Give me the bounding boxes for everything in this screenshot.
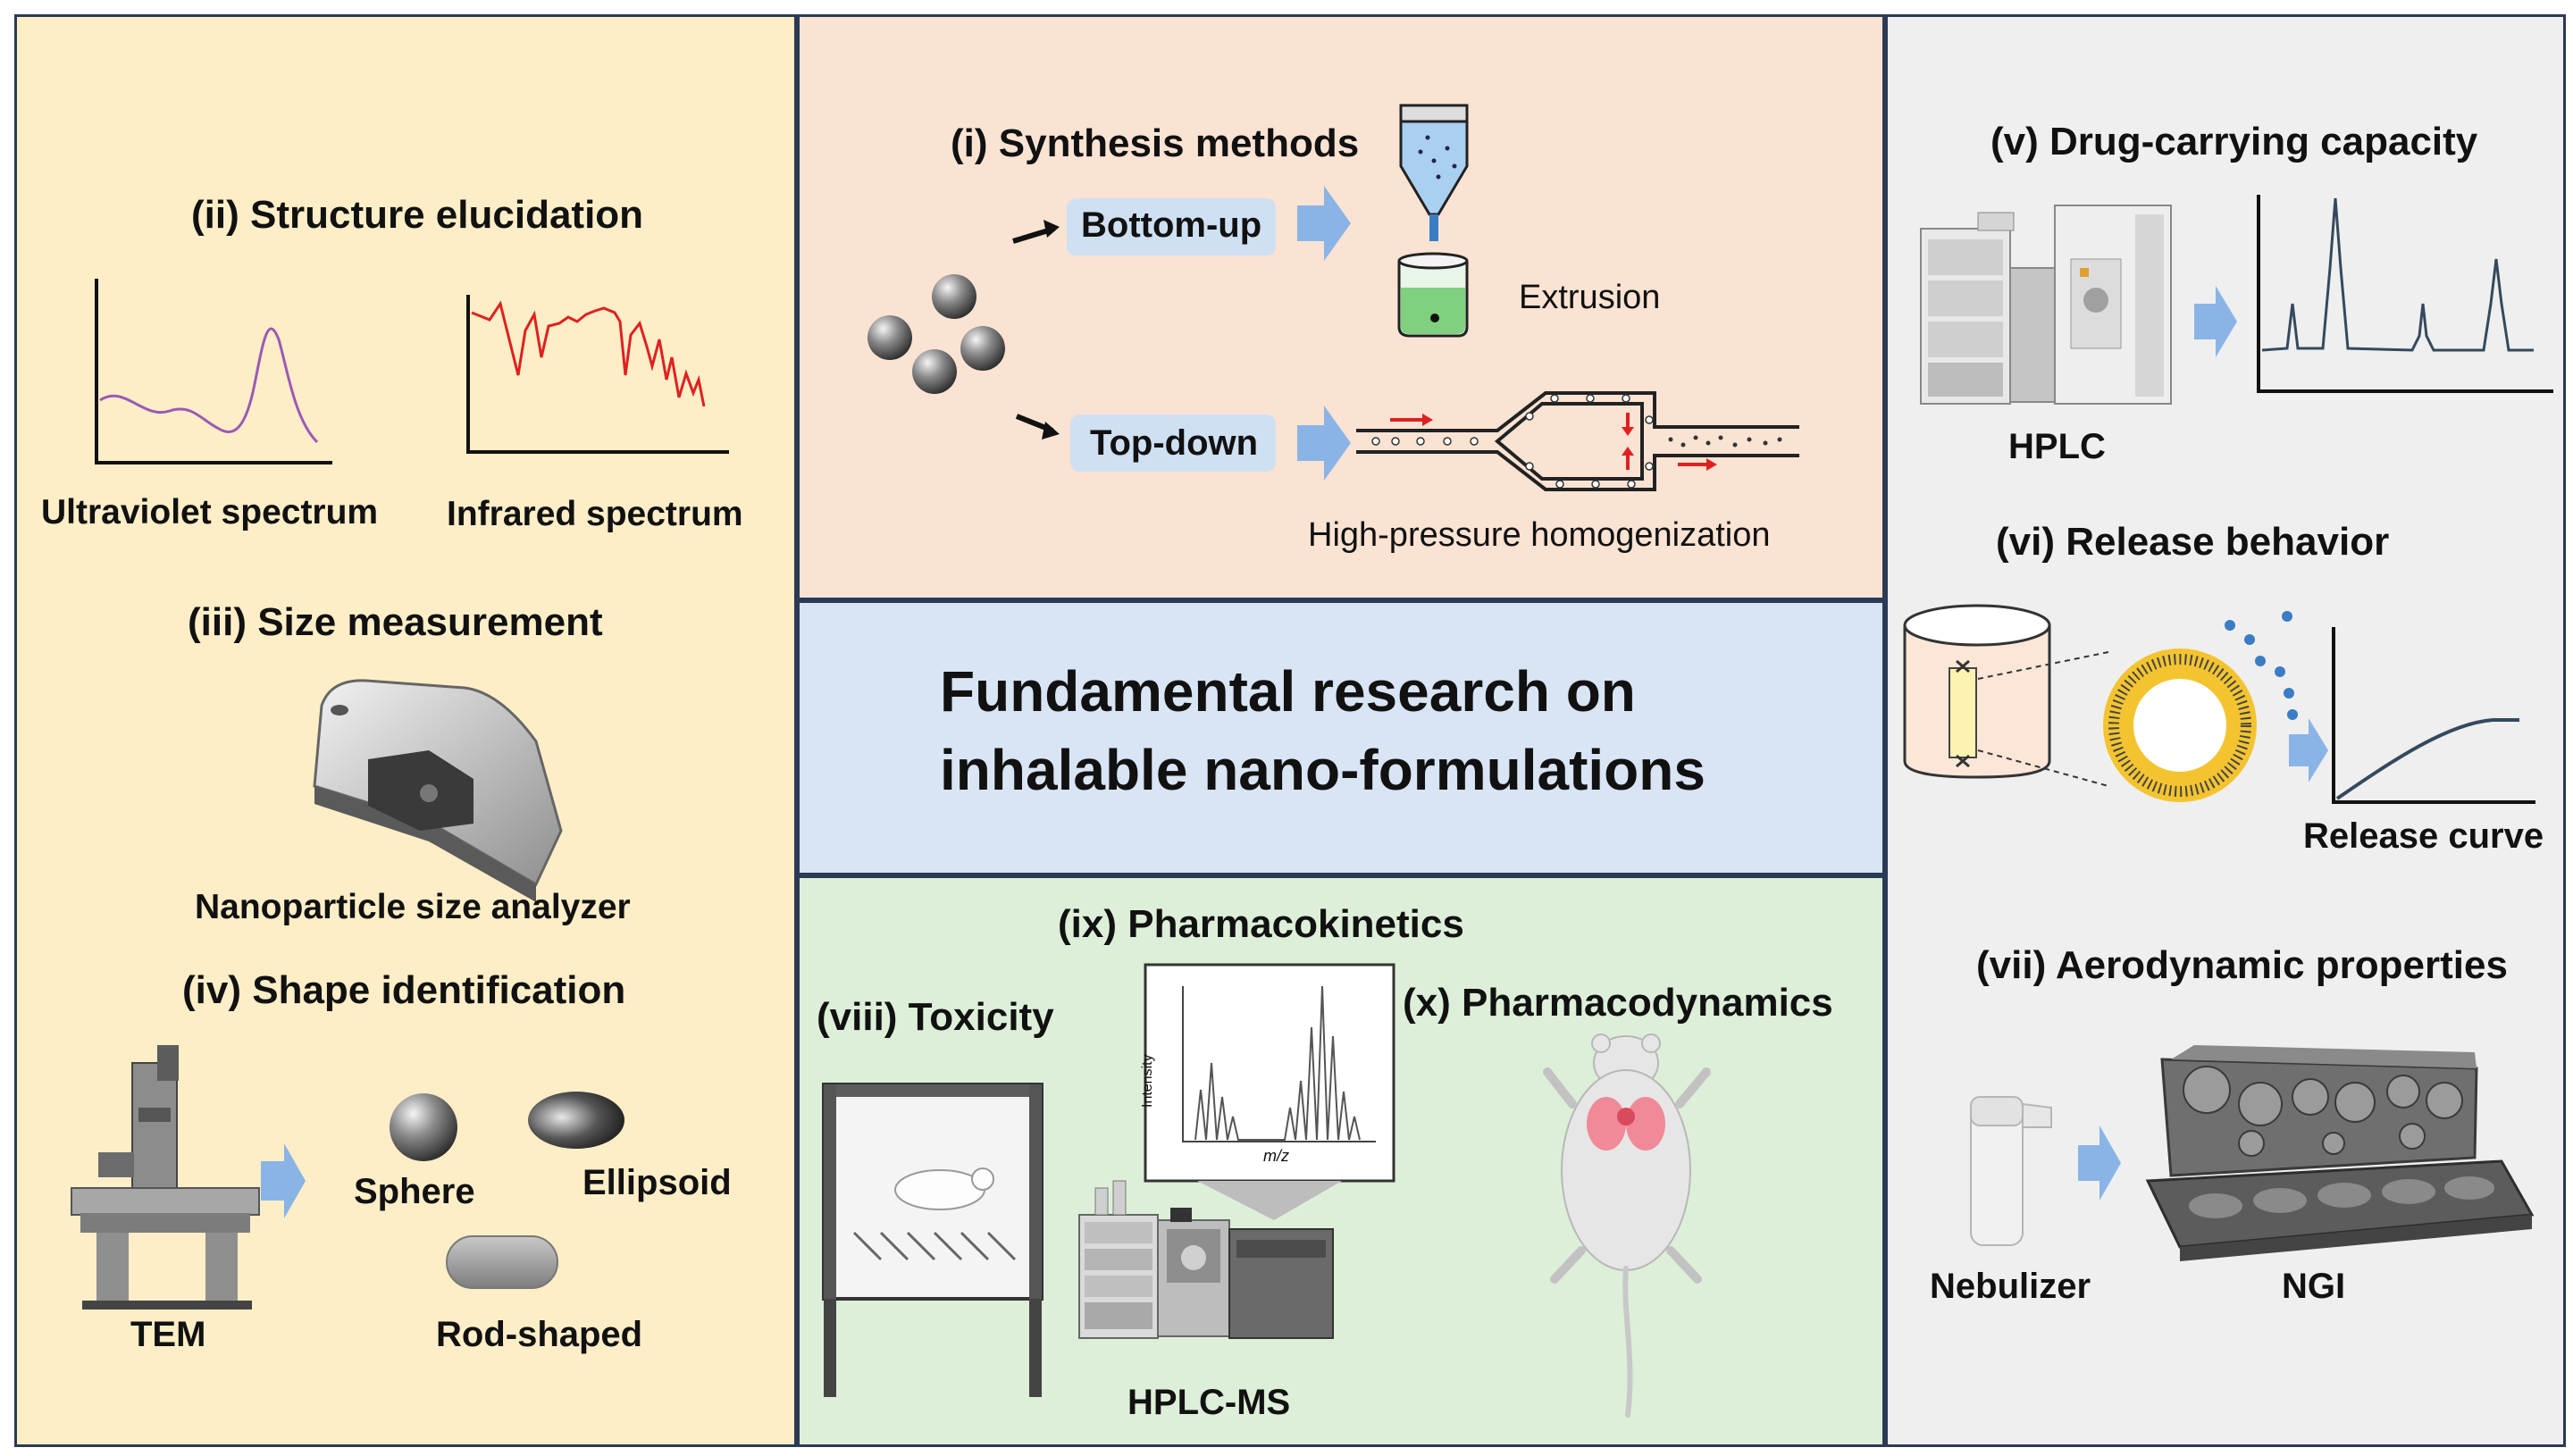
uv-spectrum-plot <box>95 279 332 464</box>
size-analyzer-label: Nanoparticle size analyzer <box>195 888 631 926</box>
tem-microscope-icon <box>71 1045 260 1310</box>
toxicity-chamber-icon <box>822 1083 1043 1397</box>
structure-elucidation-heading: (ii) Structure elucidation <box>191 193 644 237</box>
ir-spectrum-label: Infrared spectrum <box>447 495 743 533</box>
bottom-up-label: Bottom-up <box>1081 205 1262 245</box>
shape-identification-heading: (iv) Shape identification <box>182 968 626 1012</box>
extrusion-label: Extrusion <box>1519 279 1661 316</box>
rod-shape-icon <box>446 1235 558 1289</box>
hplc-ms-label: HPLC-MS <box>1127 1383 1291 1422</box>
mass-spectrum-plot <box>1144 963 1395 1220</box>
bottom-up-pill <box>1067 198 1276 255</box>
pharmacodynamics-heading: (x) Pharmacodynamics <box>1403 981 1833 1025</box>
aerodynamic-heading: (vii) Aerodynamic properties <box>1976 943 2508 987</box>
nanoparticle-cluster-icon <box>867 274 1005 394</box>
pathway-arrows <box>1012 220 1060 439</box>
panel-synthesis <box>797 14 1885 600</box>
size-analyzer-icon <box>313 679 563 902</box>
rod-shaped-label: Rod-shaped <box>436 1315 643 1354</box>
uv-spectrum-label: Ultraviolet spectrum <box>41 493 379 531</box>
panel-title <box>797 600 1885 875</box>
release-curve-plot <box>2332 627 2535 804</box>
tem-label: TEM <box>130 1315 206 1354</box>
hplc-arrow-icon <box>2194 286 2237 357</box>
liposome-icon <box>1977 611 2298 802</box>
hplc-ms-instrument-icon <box>1078 1180 1334 1339</box>
top-down-label: Top-down <box>1090 423 1259 463</box>
synthesis-methods-heading: (i) Synthesis methods <box>951 121 1360 165</box>
release-arrow-icon <box>2289 718 2328 782</box>
pharmacokinetics-heading: (ix) Pharmacokinetics <box>1058 902 1464 946</box>
mouse-lungs-icon <box>1543 1033 1711 1418</box>
top-down-pill <box>1070 414 1276 472</box>
ir-spectrum-plot <box>466 295 729 454</box>
size-measurement-heading: (iii) Size measurement <box>188 600 603 644</box>
ellipsoid-shape-icon <box>528 1092 624 1149</box>
sphere-label: Sphere <box>354 1172 475 1211</box>
ms-xlabel: m/z <box>1263 1147 1289 1165</box>
main-title-line2: inhalable nano-formulations <box>940 738 1706 802</box>
homogenizer-icon <box>1356 391 1799 491</box>
main-title-line1: Fundamental research on <box>940 659 1636 724</box>
dialysis-beaker-icon <box>1903 604 2051 779</box>
sphere-shape-icon <box>390 1093 457 1161</box>
ngi-impactor-icon <box>2145 1045 2535 1261</box>
tem-arrow-icon <box>261 1143 306 1218</box>
ngi-label: NGI <box>2282 1267 2346 1306</box>
nebulizer-arrow-icon <box>2078 1125 2121 1201</box>
nebulizer-icon <box>1970 1096 2052 1246</box>
chromatogram-plot <box>2257 195 2553 393</box>
toxicity-heading: (viii) Toxicity <box>817 995 1054 1039</box>
ms-ylabel: Intensity <box>1140 1054 1155 1108</box>
homogenization-label: High-pressure homogenization <box>1308 516 1771 554</box>
ellipsoid-label: Ellipsoid <box>582 1163 732 1202</box>
bottom-up-arrow-icon <box>1297 186 1351 261</box>
top-down-arrow-icon <box>1297 406 1351 481</box>
hplc-instrument-icon <box>1920 205 2172 405</box>
nebulizer-label: Nebulizer <box>1930 1267 2091 1306</box>
release-behavior-heading: (vi) Release behavior <box>1996 520 2390 564</box>
release-curve-label: Release curve <box>2303 816 2544 856</box>
hplc-label: HPLC <box>2008 427 2106 466</box>
extrusion-filter-icon <box>1397 104 1469 338</box>
drug-capacity-heading: (v) Drug-carrying capacity <box>1991 120 2478 163</box>
